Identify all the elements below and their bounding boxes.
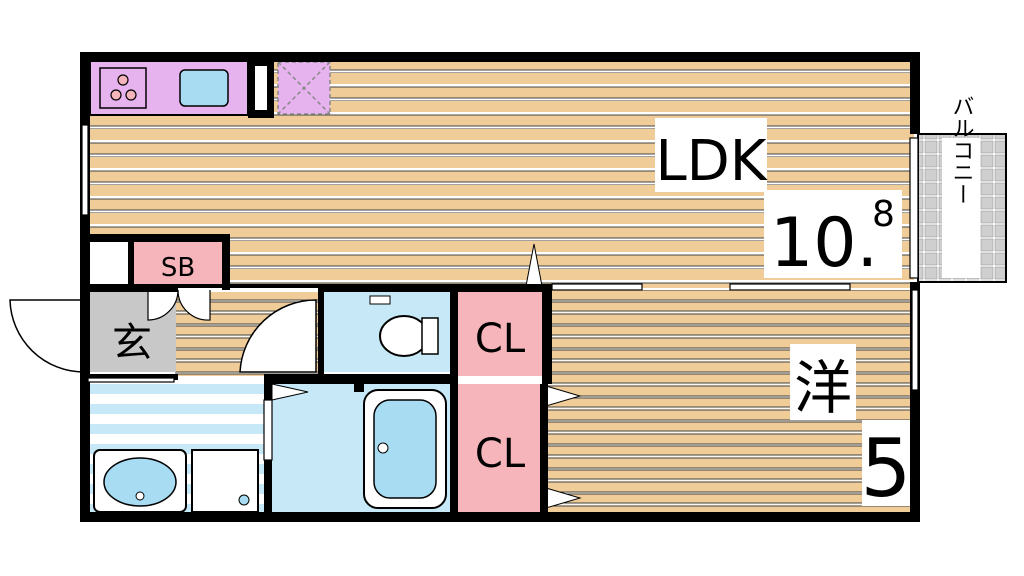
toilet-door[interactable] [239,299,317,373]
western-room-floor [548,290,914,516]
stove [99,67,147,109]
western-room-area: 5 [861,422,912,515]
western-room-label: 洋 [794,354,852,422]
entrance-door[interactable] [9,299,85,373]
ldk-area: 10. [770,204,878,283]
ldk-area-decimal: 8 [872,194,895,235]
windows [81,124,919,461]
shoe-box-label: SB [161,253,195,283]
ldk-label: LDK [655,129,767,194]
burner-icon [117,74,129,86]
burner-icon [110,89,122,101]
balcony-label: バルコニー [949,95,974,205]
kitchen-sink [179,69,229,107]
storage-box [86,238,132,288]
toilet [379,315,429,357]
closet-1-label: CL [475,316,526,362]
closet-2-label: CL [475,431,526,477]
closet-1 [458,292,542,376]
burner-icon [125,89,137,101]
closet-2 [458,384,542,514]
entrance-label: 玄 [112,320,152,366]
